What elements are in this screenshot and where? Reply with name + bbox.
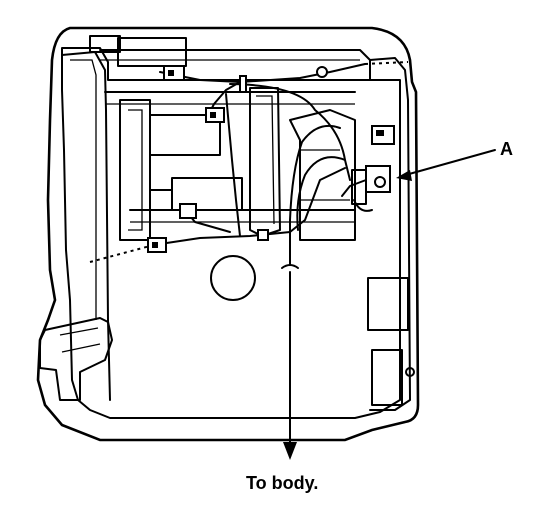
- part-a-label: A: [500, 139, 513, 159]
- wire-lower-dashed: [89, 245, 151, 263]
- part-a-clip: [353, 199, 373, 212]
- wire-top-dashed: [364, 61, 409, 65]
- central-post: [249, 87, 281, 237]
- left-frame-block: [119, 99, 151, 241]
- left-side-rail: [61, 51, 111, 401]
- connector-right-top-lock: [376, 130, 384, 136]
- connector-lower-left-lock: [152, 242, 158, 248]
- body-harness: [289, 124, 341, 266]
- right-lower-bracket: [367, 277, 409, 331]
- label-a-arrowhead: [396, 170, 412, 181]
- right-mechanism-inner: [300, 149, 350, 201]
- connector-top-left-lock: [168, 70, 174, 76]
- lumbar-bracket-detail: [59, 327, 101, 353]
- top-rail: [99, 49, 371, 81]
- top-block: [89, 35, 121, 53]
- seat-inner-frame: [61, 47, 401, 419]
- right-bolt: [405, 367, 415, 377]
- seat-outer-outline: [36, 26, 420, 442]
- part-a-lead: [341, 179, 367, 197]
- wire-center-loop: [229, 83, 351, 181]
- body-harness-break: [281, 264, 299, 269]
- central-post-inner: [256, 95, 275, 225]
- wire-right-loop: [296, 156, 346, 231]
- lower-motor-unit: [171, 177, 243, 211]
- part-a-bracket: [351, 169, 367, 205]
- connector-motor: [179, 203, 197, 219]
- right-bottom-bracket: [371, 349, 403, 406]
- right-mechanism: [289, 109, 356, 241]
- wire-top: [159, 63, 366, 83]
- upper-motor-unit: [149, 114, 221, 156]
- clip-top-center: [239, 75, 247, 93]
- access-hole: [210, 255, 256, 301]
- connector-top-right: [316, 66, 328, 78]
- clip-center-bottom: [257, 229, 269, 241]
- lumbar-bracket: [39, 317, 113, 401]
- right-side-panel: [369, 57, 411, 411]
- left-frame-block-inner: [128, 109, 143, 231]
- part-a-connector: [365, 165, 391, 193]
- connector-center-lock: [210, 112, 216, 118]
- to-body-label: To body.: [246, 473, 319, 493]
- left-side-rail-inner: [70, 59, 97, 320]
- part-a-port: [374, 176, 386, 188]
- top-bracket: [117, 37, 187, 67]
- wire-left-down: [225, 93, 241, 237]
- label-a-leader: [401, 149, 496, 177]
- to-body-arrowhead: [283, 442, 297, 460]
